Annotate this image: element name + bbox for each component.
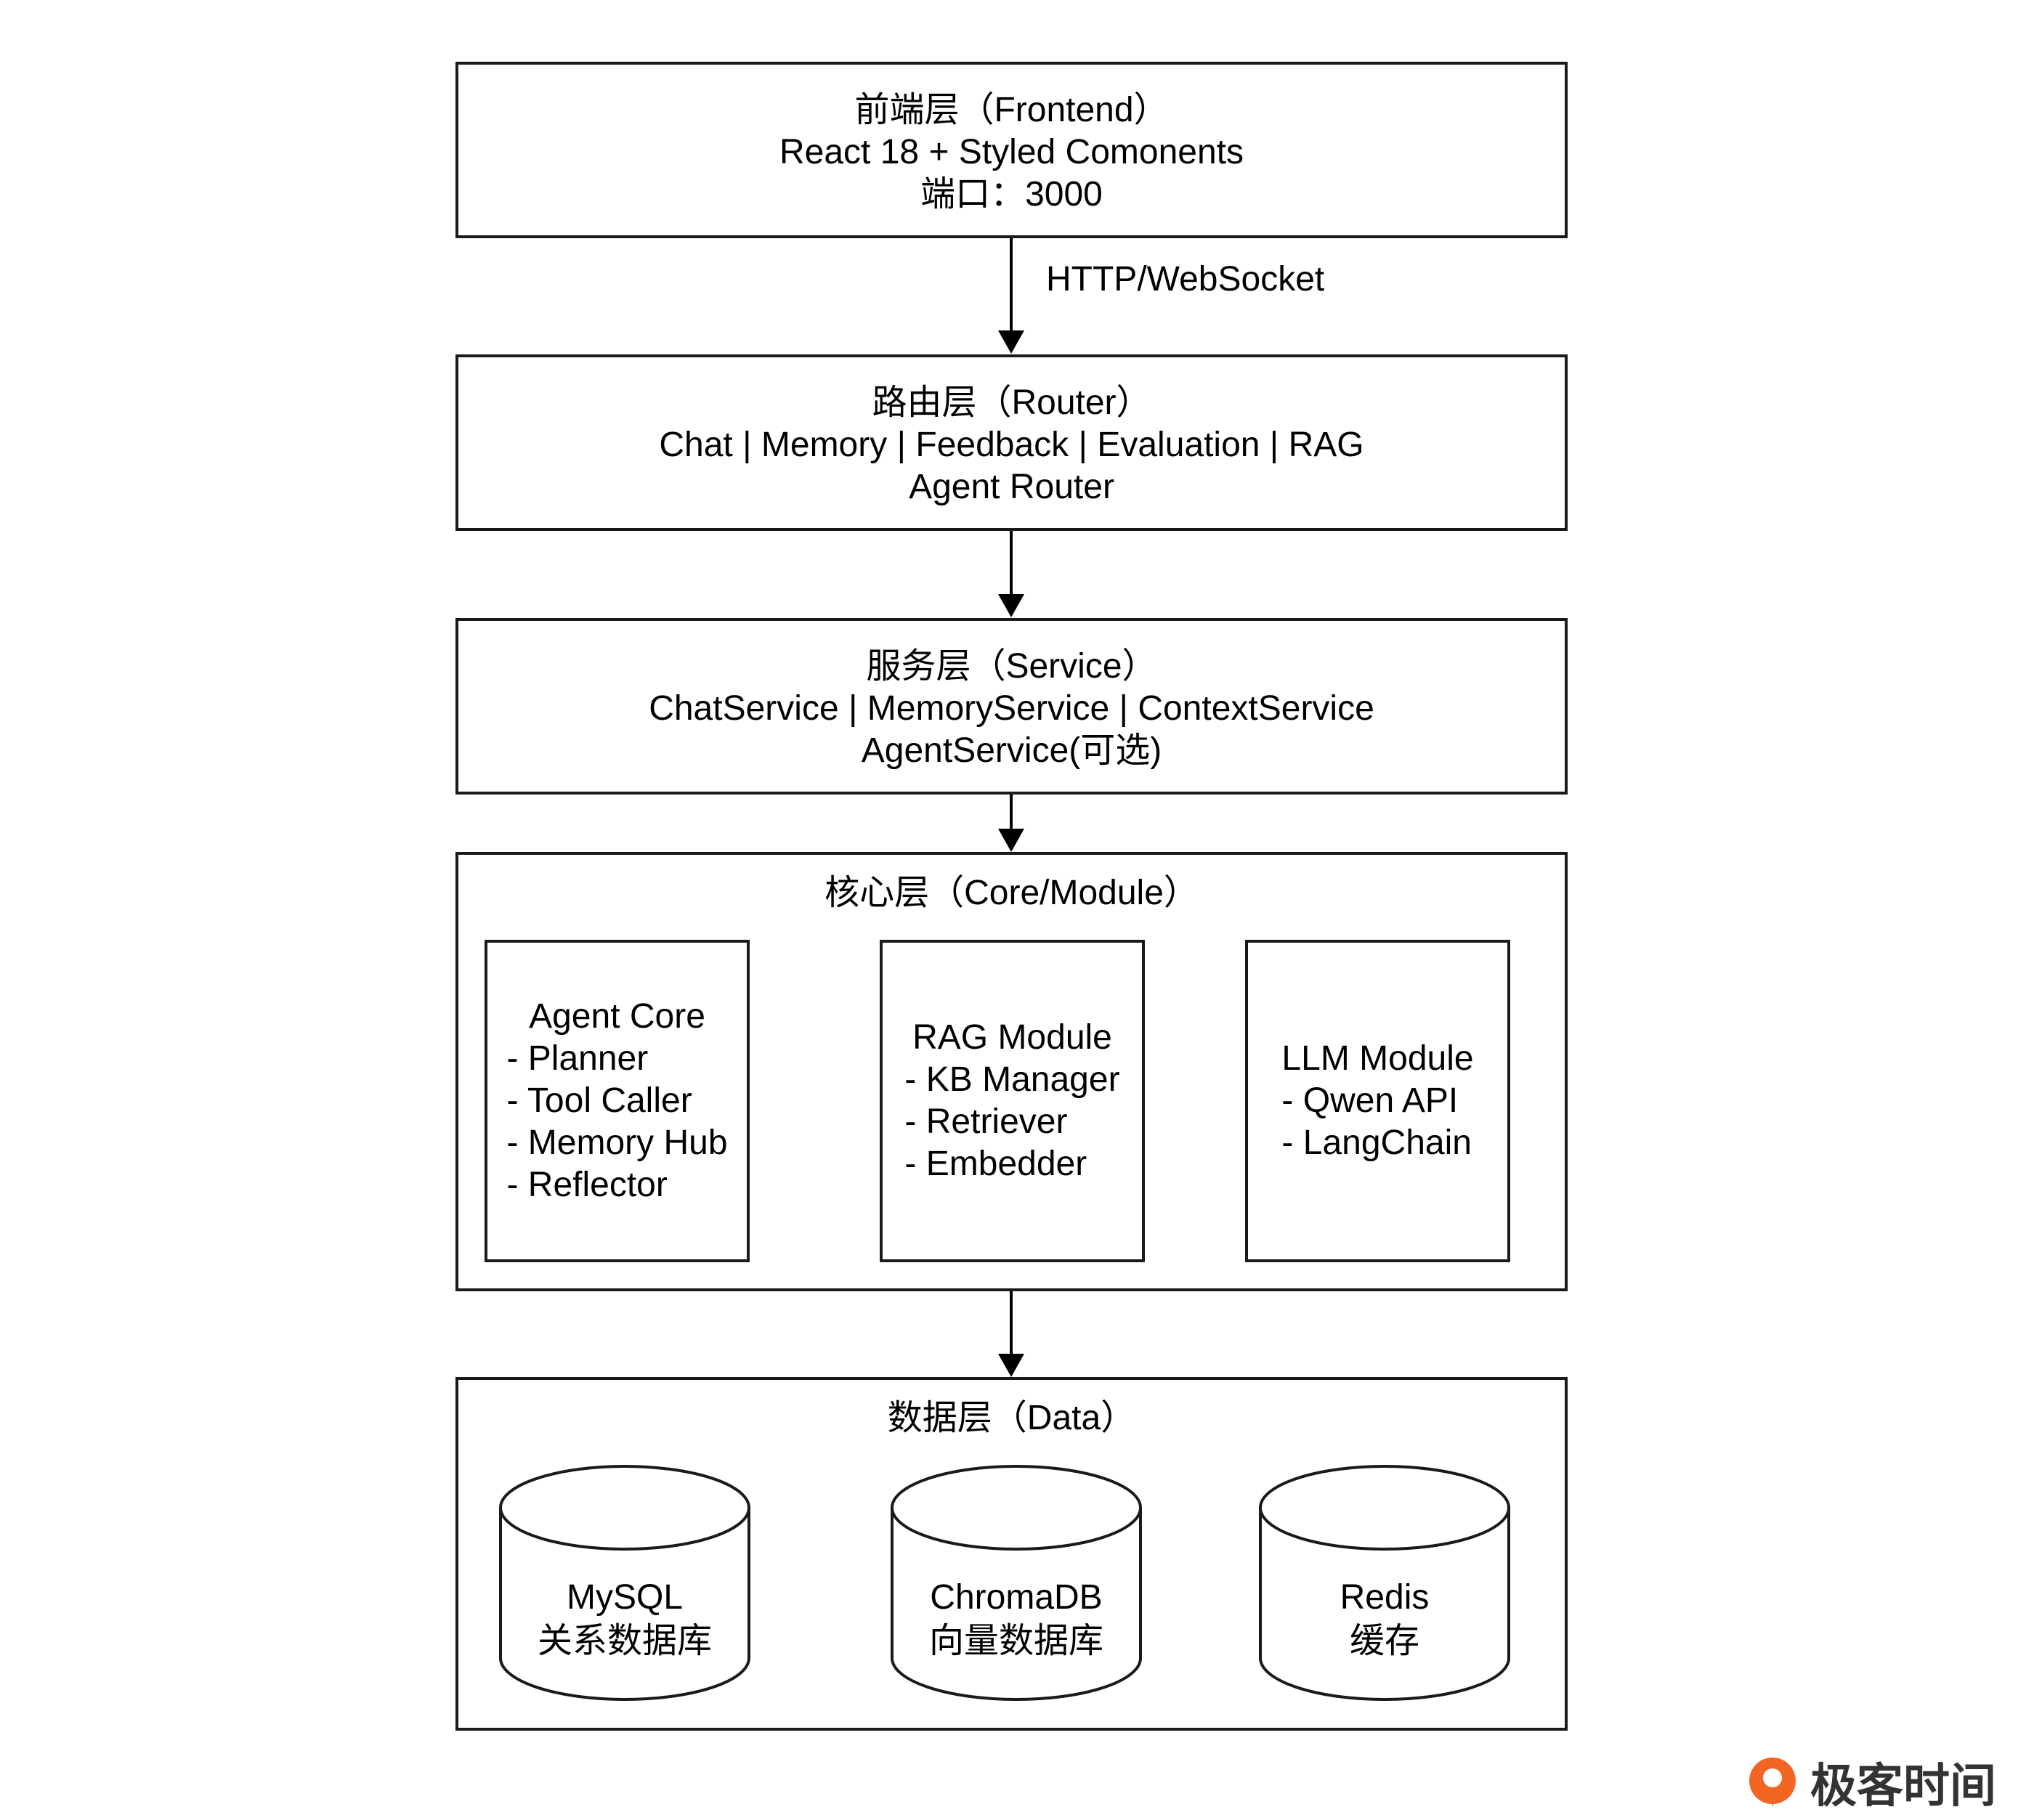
- watermark-text: 极客时间: [1810, 1760, 1996, 1812]
- store-name: ChromaDB: [930, 1578, 1103, 1617]
- service-title: 服务层（Service）: [866, 647, 1157, 686]
- module-item: - Retriever: [904, 1102, 1068, 1141]
- service-agent: AgentService(可选): [861, 731, 1162, 770]
- data-layer: 数据层（Data）: [455, 1377, 1568, 1731]
- store-name: MySQL: [566, 1578, 684, 1617]
- data-title: 数据层（Data）: [887, 1399, 1136, 1437]
- store-redis-label: Redis 缓存: [1260, 1576, 1509, 1663]
- module-item: - Qwen API: [1281, 1081, 1459, 1120]
- module-item: - Tool Caller: [506, 1081, 692, 1120]
- router-layer: 路由层（Router） Chat | Memory | Feedback | E…: [455, 354, 1568, 531]
- frontend-port: 端口：3000: [920, 175, 1103, 214]
- router-agent: Agent Router: [909, 468, 1114, 506]
- module-rag: RAG Module - KB Manager - Retriever - Em…: [880, 940, 1145, 1262]
- store-desc: 缓存: [1349, 1622, 1419, 1660]
- frontend-layer: 前端层（Frontend） React 18 + Styled Comonent…: [455, 62, 1568, 238]
- router-title: 路由层（Router）: [872, 383, 1151, 422]
- module-item: - LangChain: [1281, 1124, 1472, 1162]
- service-layer: 服务层（Service） ChatService | MemoryService…: [455, 618, 1568, 795]
- cylinder-mysql: [499, 1465, 750, 1701]
- module-llm-title: LLM Module: [1281, 1039, 1474, 1078]
- module-item: - KB Manager: [904, 1060, 1120, 1099]
- watermark-logo: 极客时间: [1743, 1749, 1996, 1816]
- module-item: - Embedder: [904, 1145, 1087, 1183]
- store-mysql-label: MySQL 关系数据库: [501, 1576, 749, 1663]
- store-desc: 向量数据库: [928, 1622, 1103, 1660]
- frontend-tech: React 18 + Styled Comonents: [779, 133, 1244, 171]
- geektime-logo-icon: [1749, 1758, 1796, 1807]
- module-agent-core: Agent Core - Planner - Tool Caller - Mem…: [485, 940, 750, 1262]
- service-list: ChatService | MemoryService | ContextSer…: [649, 689, 1374, 728]
- cylinder-chromadb: [891, 1465, 1142, 1701]
- module-llm: LLM Module - Qwen API - LangChain: [1245, 940, 1510, 1262]
- cylinder-redis: [1259, 1465, 1510, 1701]
- edge-label-http: HTTP/WebSocket: [1046, 260, 1325, 298]
- core-title: 核心层（Core/Module）: [824, 874, 1199, 912]
- arrow-core-to-data: [998, 1290, 1024, 1377]
- store-desc: 关系数据库: [537, 1622, 712, 1660]
- arrow-router-to-service: [998, 530, 1024, 617]
- arrow-service-to-core: [998, 793, 1024, 852]
- frontend-title: 前端层（Frontend）: [854, 91, 1169, 129]
- module-agent-core-title: Agent Core: [529, 997, 705, 1036]
- module-item: - Planner: [506, 1039, 649, 1078]
- store-chromadb-label: ChromaDB 向量数据库: [892, 1576, 1140, 1663]
- store-name: Redis: [1340, 1578, 1430, 1617]
- router-routes: Chat | Memory | Feedback | Evaluation | …: [659, 426, 1364, 464]
- module-item: - Reflector: [506, 1166, 668, 1204]
- module-rag-title: RAG Module: [912, 1018, 1112, 1057]
- arrow-frontend-to-router: [998, 238, 1024, 354]
- module-item: - Memory Hub: [506, 1124, 728, 1162]
